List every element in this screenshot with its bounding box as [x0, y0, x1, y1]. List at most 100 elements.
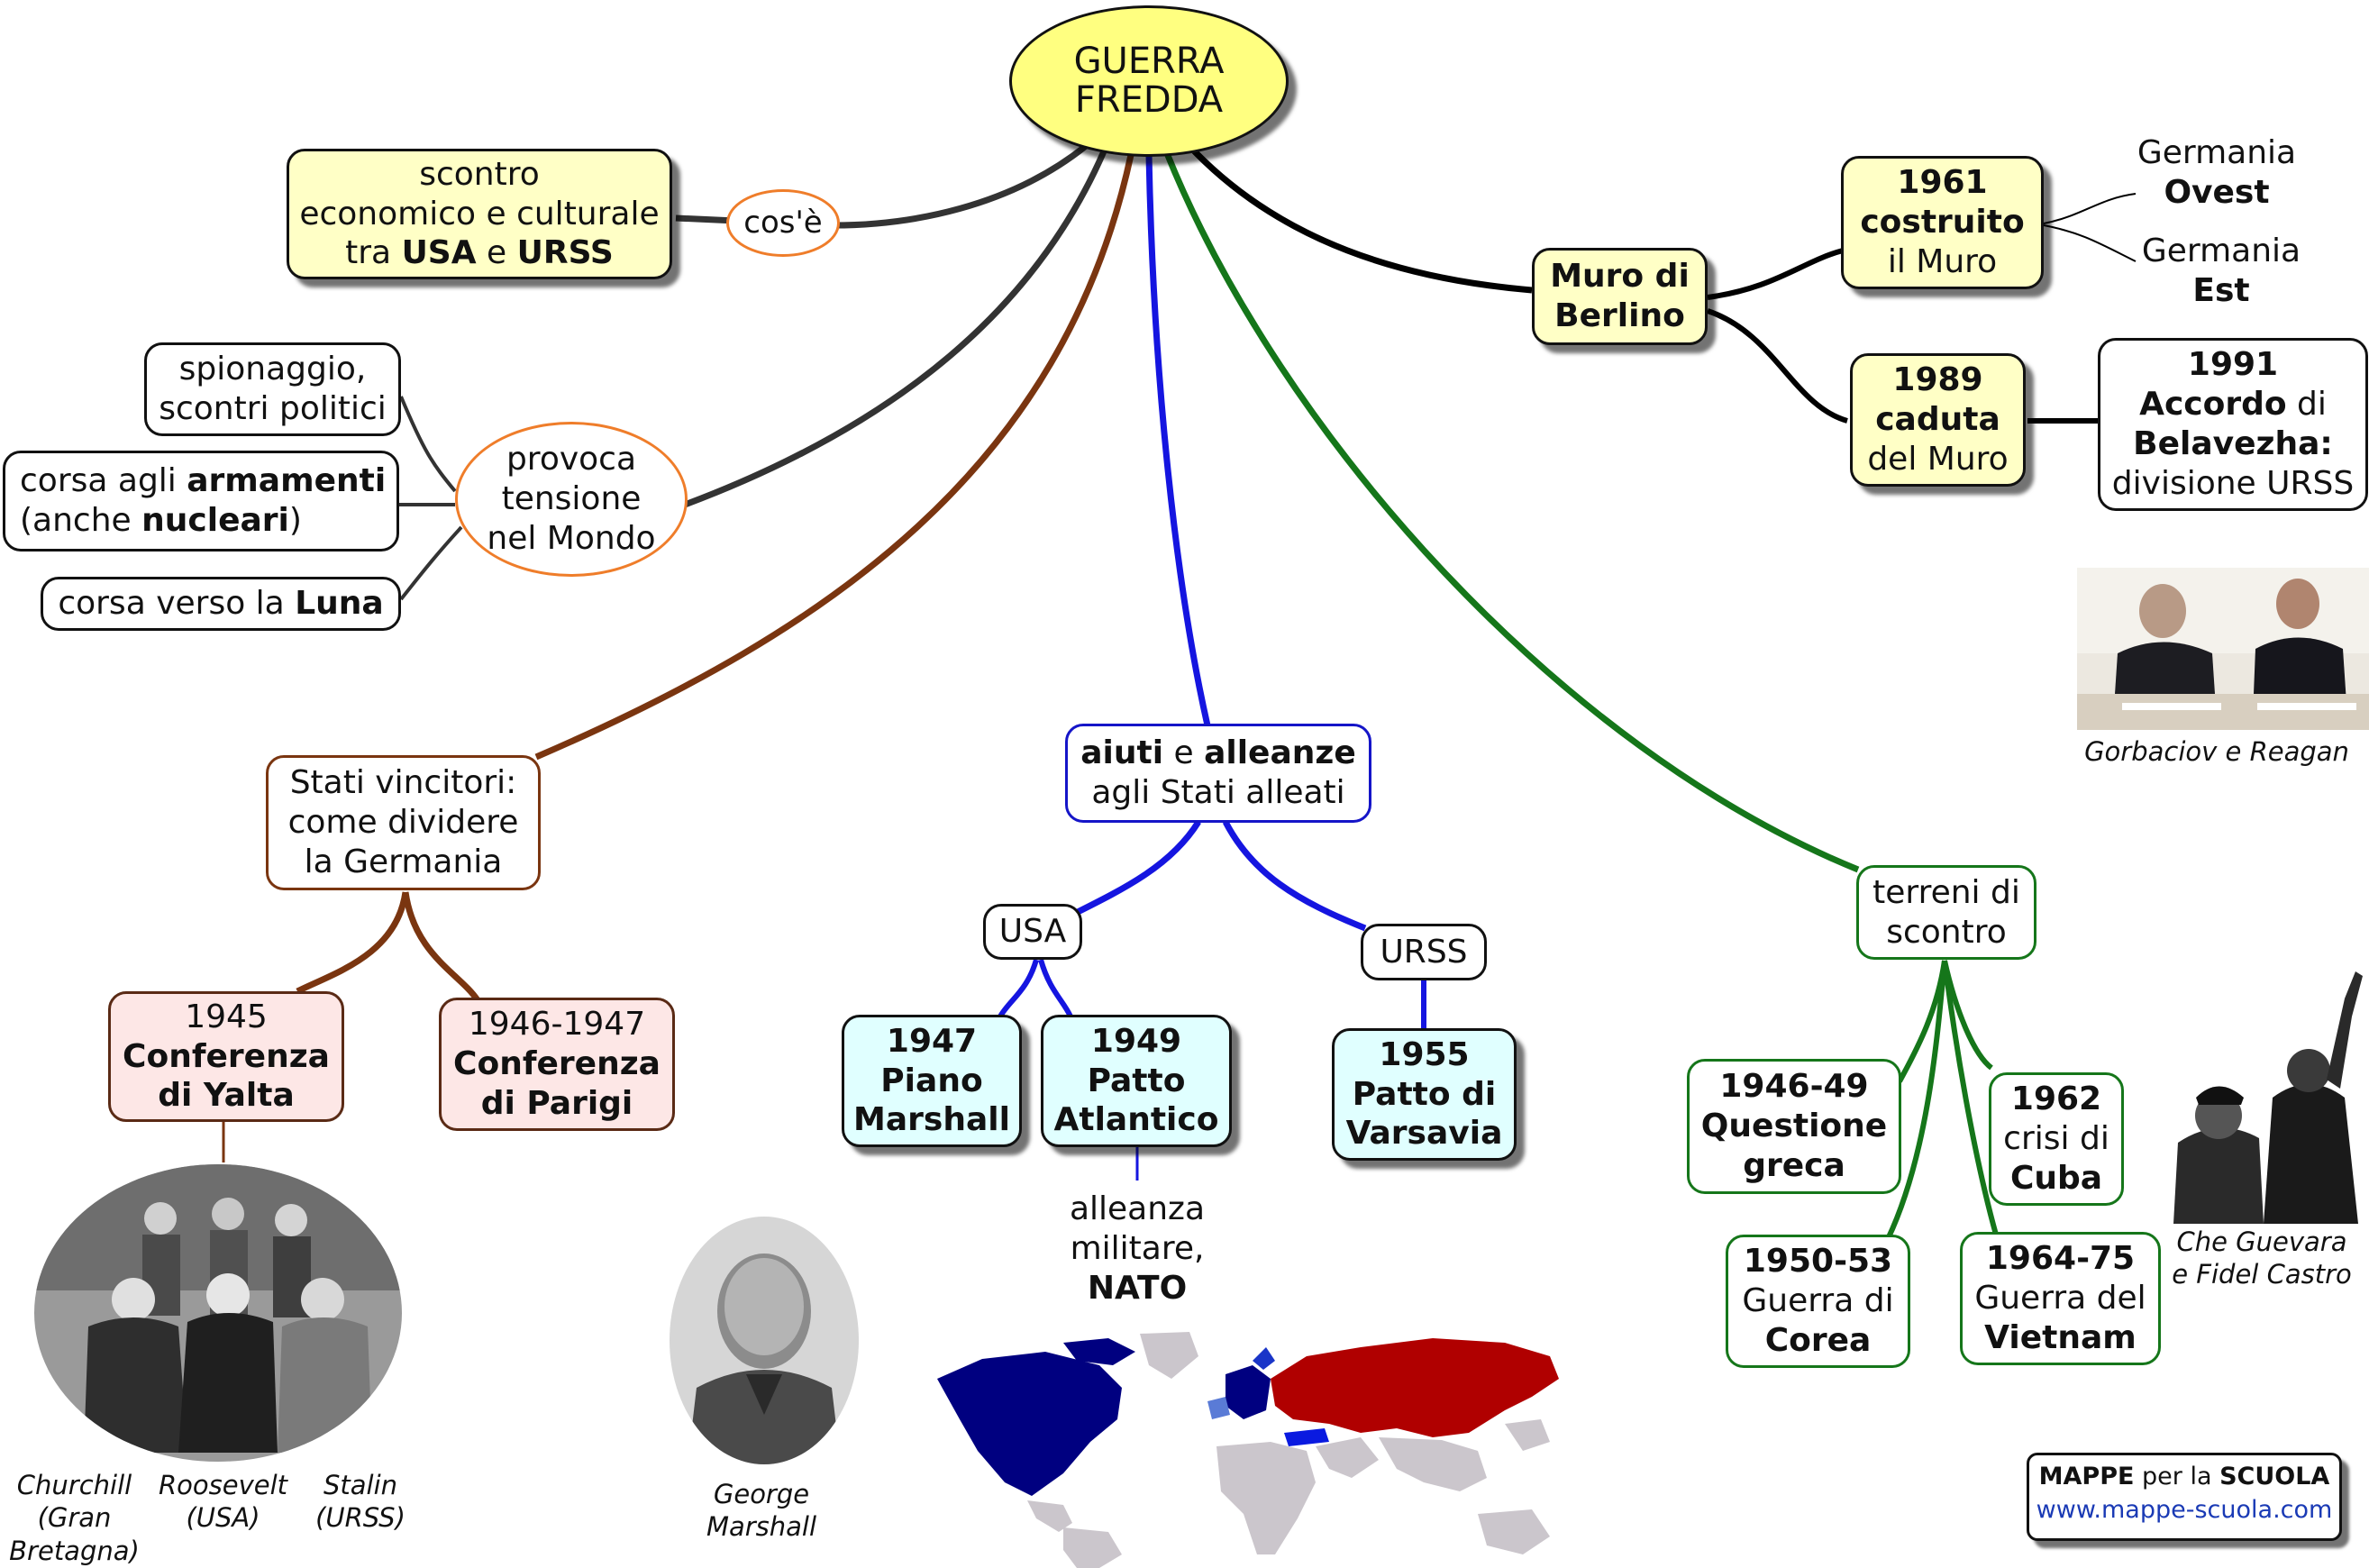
tension-item-line: corsa agli armamenti	[20, 462, 387, 500]
muro-1961-line: 1961	[1897, 164, 1988, 202]
vietnam-line: Vietnam	[1984, 1318, 2137, 1356]
nato-line: NATO	[1087, 1269, 1188, 1307]
aiuti-line: aiuti e alleanze	[1080, 734, 1356, 772]
tension-item-line: spionaggio,	[178, 351, 367, 388]
central-topic-line1: GUERRA	[1073, 40, 1225, 82]
parigi-line: Conferenza	[453, 1045, 661, 1083]
muro-1961-line: il Muro	[1887, 242, 1998, 280]
cuba-line: Cuba	[2009, 1159, 2103, 1197]
caption-churchill: Churchill (Gran Bretagna)	[0, 1469, 149, 1567]
accordo-line: divisione URSS	[2111, 464, 2355, 502]
corea-line: Guerra di	[1742, 1282, 1894, 1320]
guerra-corea-node: 1950-53 Guerra di Corea	[1726, 1235, 1910, 1368]
central-topic: GUERRA FREDDA	[1009, 5, 1289, 157]
muro-1989-line: caduta	[1875, 401, 2000, 439]
tension-line: tensione	[501, 480, 642, 518]
germania-ovest: Germania Ovest	[2127, 133, 2307, 213]
germania-est: Germania Est	[2131, 232, 2311, 311]
brand-word-per-la: per la	[2134, 1463, 2220, 1491]
yalta-line: Conferenza	[123, 1037, 330, 1075]
che-fidel-caption: Che Guevara e Fidel Castro	[2158, 1226, 2365, 1291]
atlantico-line: Patto	[1087, 1062, 1186, 1099]
caption-line: Roosevelt	[158, 1470, 288, 1500]
tension-item-line: scontri politici	[159, 390, 387, 427]
muro-1989-node: 1989 caduta del Muro	[1850, 353, 2026, 487]
questione-greca-node: 1946-49 Questione greca	[1687, 1059, 1901, 1194]
tension-item-spionaggio: spionaggio, scontri politici	[144, 342, 401, 436]
yalta-node: 1945 Conferenza di Yalta	[108, 991, 344, 1122]
parigi-node: 1946-1947 Conferenza di Parigi	[439, 998, 675, 1131]
tension-item-armamenti: corsa agli armamenti (anche nucleari)	[3, 451, 399, 552]
yalta-line: 1945	[185, 998, 268, 1035]
greca-line: greca	[1743, 1146, 1845, 1184]
brand-word-mappe: MAPPE	[2038, 1463, 2135, 1491]
cose-label-text: cos'è	[743, 204, 823, 241]
terreni-scontro-node: terreni di scontro	[1856, 865, 2036, 960]
caption-line: e Fidel Castro	[2172, 1259, 2352, 1290]
accordo-line: 1991	[2187, 346, 2279, 384]
stati-vincitori-line: come dividere	[287, 804, 519, 842]
cuba-line: crisi di	[2003, 1120, 2109, 1158]
accordo-line: Accordo di	[2139, 386, 2327, 424]
tension-item-line: (anche nucleari)	[20, 502, 302, 539]
tension-line: nel Mondo	[487, 519, 656, 557]
greca-line: 1946-49	[1719, 1068, 1869, 1106]
urss-node: URSS	[1361, 924, 1487, 980]
muro-1961-node: 1961 costruito il Muro	[1841, 156, 2044, 289]
tension-item-luna: corsa verso la Luna	[41, 577, 401, 631]
aiuti-alleanze-node: aiuti e alleanze agli Stati alleati	[1065, 724, 1371, 823]
yalta-line: di Yalta	[158, 1077, 295, 1115]
george-marshall-caption: George Marshall	[667, 1478, 856, 1544]
nato-text: alleanza militare, NATO	[1029, 1190, 1245, 1308]
yalta-photo	[34, 1164, 402, 1462]
caption-line: (Gran	[37, 1502, 112, 1534]
greca-line: Questione	[1700, 1108, 1888, 1145]
vietnam-line: 1964-75	[1985, 1240, 2136, 1278]
guerra-vietnam-node: 1964-75 Guerra del Vietnam	[1960, 1232, 2161, 1365]
urss-label: URSS	[1380, 933, 1468, 971]
definition-line: economico e culturale	[299, 195, 660, 232]
germania-est-line: Germania	[2141, 232, 2301, 269]
cose-label: cos'è	[726, 189, 840, 257]
tension-item-line: corsa verso la Luna	[58, 585, 384, 623]
marshall-line: Marshall	[853, 1101, 1010, 1139]
muro-line: Muro di	[1550, 258, 1690, 296]
patto-atlantico-node: 1949 Patto Atlantico	[1041, 1015, 1232, 1147]
muro-1961-line: costruito	[1860, 204, 2025, 242]
usa-label: USA	[998, 913, 1067, 951]
aiuti-line: agli Stati alleati	[1091, 774, 1345, 811]
caption-line: Stalin	[323, 1470, 398, 1500]
stati-vincitori-line: la Germania	[304, 843, 503, 880]
marshall-line: Piano	[880, 1062, 983, 1099]
brand-url[interactable]: www.mappe-scuola.com	[2036, 1496, 2333, 1524]
germania-ovest-line: Germania	[2137, 134, 2297, 171]
caption-stalin: Stalin (URSS)	[288, 1469, 433, 1535]
caption-line: George	[713, 1479, 810, 1509]
accordo-line: Belavezha:	[2133, 425, 2333, 462]
nato-line: alleanza	[1069, 1190, 1206, 1227]
varsavia-line: Patto di	[1352, 1075, 1497, 1113]
caption-line: Che Guevara	[2176, 1226, 2347, 1257]
caption-line: (USA)	[186, 1502, 260, 1534]
george-marshall-photo	[670, 1217, 859, 1464]
gorbaciov-reagan-photo	[2077, 568, 2369, 730]
caption-line: Bretagna)	[9, 1535, 140, 1566]
tension-node: provoca tensione nel Mondo	[455, 422, 688, 577]
caption-line: Churchill	[16, 1470, 132, 1500]
che-fidel-photo	[2164, 962, 2364, 1224]
nato-world-map	[928, 1325, 1572, 1568]
varsavia-line: Varsavia	[1345, 1115, 1503, 1153]
piano-marshall-node: 1947 Piano Marshall	[842, 1015, 1022, 1147]
tension-line: provoca	[506, 441, 637, 479]
usa-node: USA	[983, 904, 1082, 960]
stati-vincitori-node: Stati vincitori: come dividere la German…	[266, 755, 541, 890]
brand-title: MAPPE per la SCUOLA	[2029, 1463, 2339, 1491]
scontro-line: terreni di	[1872, 873, 2020, 911]
atlantico-line: Atlantico	[1053, 1101, 1219, 1139]
vietnam-line: Guerra del	[1974, 1280, 2146, 1317]
muro-line: Berlino	[1554, 297, 1685, 334]
stati-vincitori-line: Stati vincitori:	[289, 764, 517, 802]
muro-berlino-node: Muro di Berlino	[1532, 248, 1708, 345]
germania-est-line: Est	[2192, 271, 2250, 309]
